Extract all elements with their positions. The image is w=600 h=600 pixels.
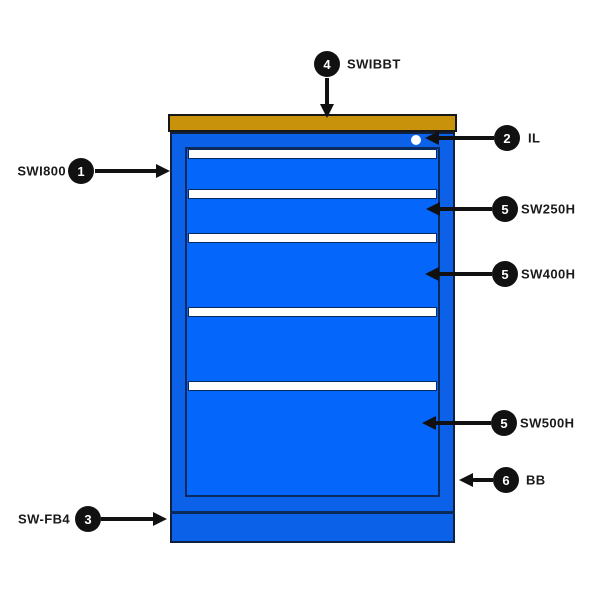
drawer-3-sw400h (187, 233, 438, 307)
lock-indicator-dot (411, 135, 421, 145)
butcher-block-top (168, 114, 457, 132)
callout-badge-2: 2 (494, 125, 520, 151)
arrow-drawer-400 (425, 267, 492, 281)
callout-badge-5b: 5 (492, 261, 518, 287)
callout-badge-4: 4 (314, 51, 340, 77)
arrow-worktop (320, 78, 334, 118)
arrow-drawer-250 (426, 202, 492, 216)
arrow-cabinet (95, 164, 170, 178)
drawer-4 (187, 307, 438, 381)
label-worktop: SWIBBT (347, 56, 401, 72)
drawer-5-handle (188, 381, 437, 391)
label-drawer-500: SW500H (520, 415, 575, 431)
arrow-forklift-base (101, 512, 167, 526)
label-drawer-250: SW250H (521, 201, 576, 217)
label-forklift-base: SW-FB4 (18, 511, 70, 527)
drawer-4-handle (188, 307, 437, 317)
callout-badge-1: 1 (68, 158, 94, 184)
drawer-1-handle (188, 149, 437, 159)
callout-badge-3: 3 (75, 506, 101, 532)
drawer-2-sw250h (187, 189, 438, 233)
label-base: BB (526, 472, 546, 488)
drawer-3-handle (188, 233, 437, 243)
plinth-base-line (170, 511, 455, 514)
arrow-drawer-500 (422, 416, 491, 430)
drawer-1 (187, 149, 438, 189)
drawer-panel (185, 147, 440, 497)
label-drawer-400: SW400H (521, 266, 576, 282)
callout-badge-5c: 5 (491, 410, 517, 436)
arrow-base (459, 473, 493, 487)
callout-badge-6: 6 (493, 467, 519, 493)
arrow-lock (425, 131, 494, 145)
label-lock: IL (528, 130, 541, 146)
callout-badge-5a: 5 (492, 196, 518, 222)
drawer-5-sw500h (187, 381, 438, 495)
drawer-2-handle (188, 189, 437, 199)
label-cabinet-model: SWI800 (17, 163, 66, 179)
